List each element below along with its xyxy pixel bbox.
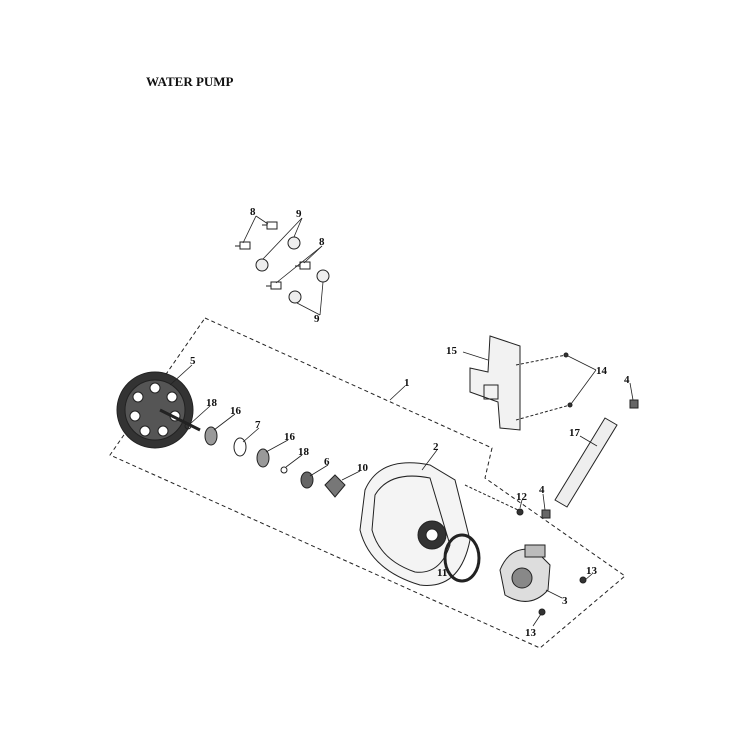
- bushing-9d: [288, 290, 302, 304]
- callout-label: 17: [569, 427, 581, 439]
- callout-label: 11: [437, 567, 447, 579]
- screw-14a: [563, 352, 569, 358]
- clip-18a: [184, 422, 192, 430]
- diagram-title: WATER PUMP: [146, 74, 234, 89]
- callout-label: 9: [314, 313, 320, 325]
- callout-label: 5: [190, 355, 196, 367]
- callout-label: 3: [562, 595, 568, 607]
- bolt-12: [516, 508, 524, 516]
- callout-label: 16: [230, 405, 242, 417]
- bracket-15: [469, 335, 521, 431]
- callout-label: 15: [446, 345, 458, 357]
- callout-label: 16: [284, 431, 296, 443]
- bracket-window: [483, 384, 499, 400]
- clip-18b: [280, 466, 288, 474]
- callout-label: 7: [255, 419, 261, 431]
- bolt-8b: [235, 241, 251, 250]
- callout-label: 10: [357, 462, 369, 474]
- callout-label: 14: [596, 365, 608, 377]
- seal-7: [233, 437, 247, 457]
- bearing-16a: [204, 426, 218, 446]
- clamp-4a: [629, 399, 639, 409]
- seal-6: [300, 471, 314, 489]
- callout-label: 18: [298, 446, 310, 458]
- callout-label: 13: [586, 565, 598, 577]
- callout-label: 8: [250, 206, 256, 218]
- clamp-4b: [541, 509, 551, 519]
- callout-label: 4: [624, 374, 630, 386]
- callout-label: 13: [525, 627, 537, 639]
- pump-body-3: [499, 544, 551, 602]
- bolt-13b: [538, 608, 546, 616]
- callout-label: 8: [319, 236, 325, 248]
- assembly-boundary: [109, 317, 626, 649]
- drive-gear-5: [116, 371, 201, 449]
- bolt-13a: [579, 576, 587, 584]
- callout-label: 6: [324, 456, 330, 468]
- bushing-9b: [255, 258, 269, 272]
- callout-label: 1: [404, 377, 410, 389]
- callout-label: 2: [433, 441, 439, 453]
- callout-label: 12: [516, 491, 528, 503]
- bushing-9c: [316, 269, 330, 283]
- hose-17: [554, 417, 618, 508]
- pump-cover-2: [359, 462, 471, 586]
- bolt-8d: [266, 281, 282, 290]
- impeller-10: [324, 474, 346, 498]
- bolt-8a: [262, 221, 278, 230]
- callout-label: 9: [296, 208, 302, 220]
- o-ring-11: [443, 533, 481, 583]
- bushing-9a: [287, 236, 301, 250]
- callout-label: 18: [206, 397, 218, 409]
- bearing-16b: [256, 448, 270, 468]
- callout-label: 4: [539, 484, 545, 496]
